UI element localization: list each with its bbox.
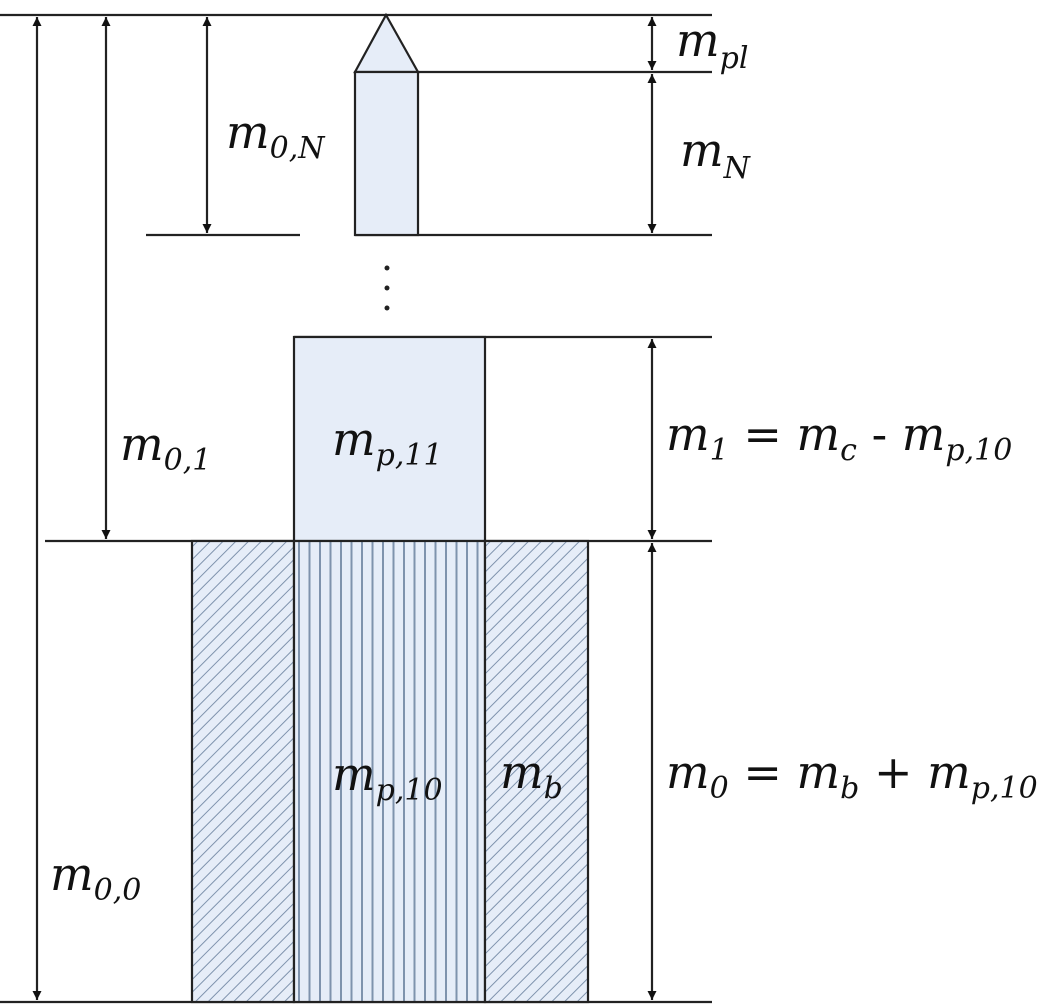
label-m-01: m0,1 (120, 417, 211, 478)
dimension-arrows (32, 17, 657, 1000)
booster-right-block (483, 539, 590, 1004)
ellipsis-dots (384, 265, 390, 311)
booster-left-block (190, 539, 296, 1004)
payload-cone (353, 12, 420, 74)
label-m-00: m0,0 (50, 847, 141, 908)
label-m-b: mb (500, 745, 563, 806)
label-m-p11: mp,11 (332, 412, 443, 473)
stage-n-block (353, 70, 420, 237)
label-m-p10: mp,10 (332, 747, 443, 808)
label-m-0N: m0,N (226, 105, 326, 166)
label-m-N: mN (680, 123, 752, 186)
label-m-pl: mpl (676, 13, 748, 76)
equation-m0: m0 = mb + mp,10 (666, 745, 1038, 806)
equation-m1: m1 = mc - mp,10 (666, 407, 1012, 468)
stage-p10-block (292, 539, 487, 1004)
